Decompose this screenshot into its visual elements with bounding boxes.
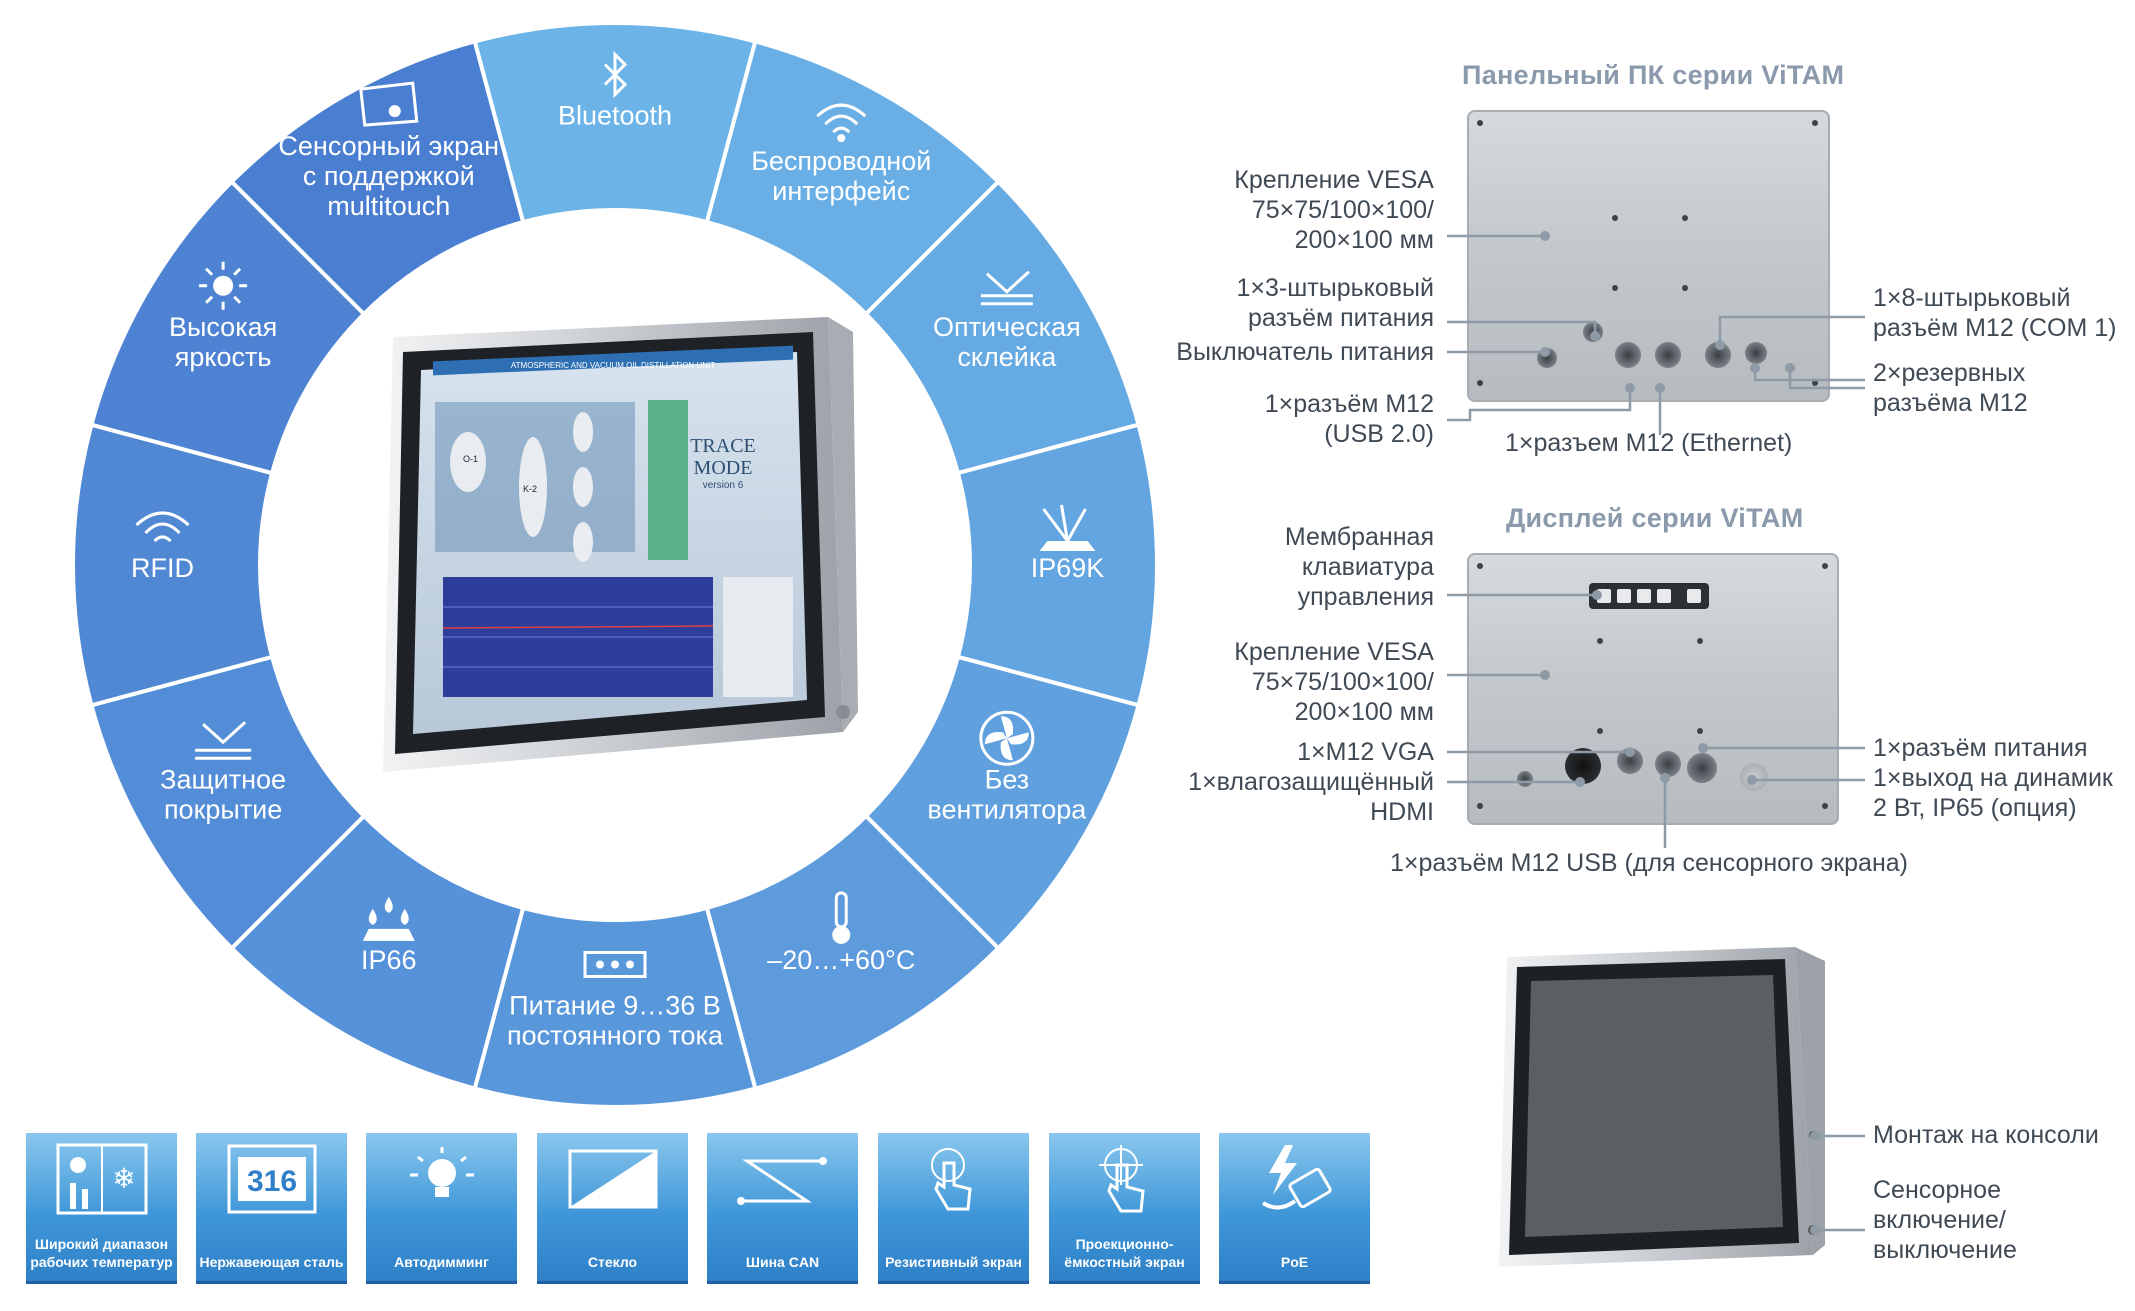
wheel-segment-shape bbox=[228, 39, 526, 317]
vessel-label: O-1 bbox=[463, 454, 478, 464]
optical-bonding-icon bbox=[980, 270, 1033, 306]
panel-pc-monitor-image: ATMOSPHERIC AND VACUUM OIL DISTILLATION … bbox=[383, 317, 858, 772]
wheel-segment-label: яркость bbox=[175, 342, 272, 372]
tile-can-bus: Шина CAN bbox=[707, 1133, 858, 1284]
wheel-segment: IP69K bbox=[955, 422, 1159, 708]
capacitive-touch-icon bbox=[1099, 1145, 1145, 1213]
svg-text:❄: ❄ bbox=[112, 1162, 135, 1195]
tile-label: Нержавеющая сталь bbox=[199, 1254, 344, 1270]
wheel-segment-label: IP69K bbox=[1031, 553, 1105, 583]
thermometer-icon bbox=[832, 891, 851, 944]
wheel-segment-label: –20…+60°C bbox=[767, 945, 915, 975]
tile-label: Резистивный экран bbox=[885, 1254, 1022, 1270]
protective-coating-icon bbox=[195, 721, 252, 760]
rfid-icon bbox=[135, 511, 190, 543]
wheel-segment-label: Высокая bbox=[169, 312, 277, 342]
label-display-hdmi: 1×влагозащищённый HDMI bbox=[1188, 768, 1434, 826]
tile-label: Шина CAN bbox=[745, 1254, 820, 1270]
can-bus-icon bbox=[737, 1157, 827, 1205]
tile-stainless-steel: 316 Нержавеющая сталь bbox=[196, 1133, 347, 1284]
feature-wheel: BluetoothБеспроводнойинтерфейсОптическая… bbox=[71, 21, 1159, 1109]
wheel-segment-label: RFID bbox=[131, 553, 194, 583]
wheel-segment-label: Беспроводной bbox=[751, 146, 931, 176]
label-panel-reserve: 2×резервных разъёма M12 bbox=[1873, 359, 2028, 417]
tile-autodimming: Автодимминг bbox=[366, 1133, 517, 1284]
tile-label: Стекло bbox=[587, 1254, 638, 1270]
stainless-316-icon: 316 bbox=[227, 1144, 317, 1214]
label-panel-usb: 1×разъём M12 (USB 2.0) bbox=[1264, 390, 1434, 448]
water-drops-icon bbox=[362, 896, 415, 941]
stainless-badge: 316 bbox=[247, 1165, 297, 1198]
display-console-image bbox=[1499, 947, 1825, 1267]
wheel-segment-label: Оптическая bbox=[933, 312, 1081, 342]
label-display-keypad: Мембранная клавиатура управления bbox=[1284, 523, 1434, 611]
wheel-segment-label: Bluetooth bbox=[558, 101, 672, 131]
tile-label: Широкий диапазон рабочих температур bbox=[30, 1236, 173, 1270]
tile-label: Автодимминг bbox=[394, 1254, 489, 1270]
wheel-segment-label: покрытие bbox=[164, 794, 282, 824]
label-display-speaker: 1×выход на динамик 2 Вт, IP65 (опция) bbox=[1873, 764, 2113, 822]
trace-mode-logo-version: version 6 bbox=[703, 480, 744, 491]
vessel-label: K-2 bbox=[523, 484, 537, 494]
wheel-segment-label: Сенсорный экран bbox=[278, 131, 499, 161]
sun-icon bbox=[199, 261, 248, 310]
label-display-power: 1×разъём питания bbox=[1873, 734, 2088, 762]
wheel-segment-label: Питание 9…36 В bbox=[509, 991, 721, 1021]
poe-icon bbox=[1261, 1145, 1332, 1210]
glass-icon bbox=[568, 1149, 658, 1209]
tile-label: PoE bbox=[1280, 1254, 1309, 1270]
touchscreen-icon bbox=[359, 81, 419, 127]
wheel-segment-label: с поддержкой bbox=[303, 161, 475, 191]
tile-resistive: Резистивный экран bbox=[878, 1133, 1029, 1284]
label-display-vga: 1×M12 VGA bbox=[1297, 738, 1434, 766]
tile-temperature-range: ❄ Широкий диапазон рабочих температур bbox=[26, 1133, 177, 1284]
trace-mode-logo-line2: MODE bbox=[694, 457, 753, 479]
label-panel-vesa: Крепление VESA 75×75/100×100/ 200×100 мм bbox=[1234, 166, 1434, 254]
wheel-segment-label: Без bbox=[985, 764, 1030, 794]
tile-poe: PoE bbox=[1219, 1133, 1370, 1284]
tile-label: Проекционно-ёмкостный экран bbox=[1064, 1236, 1185, 1270]
power-connector-icon bbox=[583, 951, 647, 978]
wheel-segment: RFID bbox=[71, 422, 275, 708]
lightbulb-icon bbox=[410, 1147, 474, 1197]
label-panel-power-switch: Выключатель питания bbox=[1176, 338, 1434, 366]
label-display-vesa: Крепление VESA 75×75/100×100/ 200×100 мм bbox=[1234, 638, 1434, 726]
wheel-segment-label: склейка bbox=[957, 342, 1057, 372]
screen-title: ATMOSPHERIC AND VACUUM OIL DISTILLATION … bbox=[511, 361, 715, 370]
tile-glass: Стекло bbox=[537, 1133, 688, 1284]
wheel-segment-label: вентилятора bbox=[927, 794, 1087, 824]
display-back-image bbox=[1467, 553, 1839, 825]
label-console-touch-power: Сенсорное включение/ выключение bbox=[1873, 1176, 2017, 1264]
bluetooth-icon bbox=[603, 50, 628, 99]
display-heading: Дисплей серии ViTAM bbox=[1506, 503, 1804, 533]
trace-mode-logo-line1: TRACE bbox=[690, 435, 756, 457]
label-panel-com: 1×8-штырьковый разъём M12 (COM 1) bbox=[1873, 284, 2117, 342]
wheel-segment-label: multitouch bbox=[327, 191, 450, 221]
wheel-segment-label: IP66 bbox=[361, 945, 417, 975]
label-panel-ethernet: 1×разъем M12 (Ethernet) bbox=[1505, 429, 1793, 457]
fan-icon bbox=[979, 710, 1035, 766]
tile-capacitive: Проекционно-ёмкостный экран bbox=[1049, 1133, 1200, 1284]
panel-pc-heading: Панельный ПК серии ViTAM bbox=[1462, 60, 1845, 90]
temperature-range-icon: ❄ bbox=[56, 1143, 148, 1215]
wifi-icon bbox=[816, 103, 867, 143]
wheel-segment: IP66 bbox=[228, 813, 526, 1091]
wheel-segment-label: интерфейс bbox=[772, 176, 910, 206]
label-display-usb-touch: 1×разъём M12 USB (для сенсорного экрана) bbox=[1390, 849, 1908, 877]
label-panel-power-conn: 1×3-штырьковый разъём питания bbox=[1236, 274, 1434, 332]
wheel-segment-label: постоянного тока bbox=[507, 1021, 724, 1051]
wheel-segment-label: Защитное bbox=[160, 764, 286, 794]
label-console-mount: Монтаж на консоли bbox=[1873, 1121, 2099, 1149]
water-jet-icon bbox=[1039, 504, 1096, 551]
resistive-touch-icon bbox=[931, 1148, 972, 1211]
panel-pc-back-image bbox=[1467, 110, 1830, 402]
